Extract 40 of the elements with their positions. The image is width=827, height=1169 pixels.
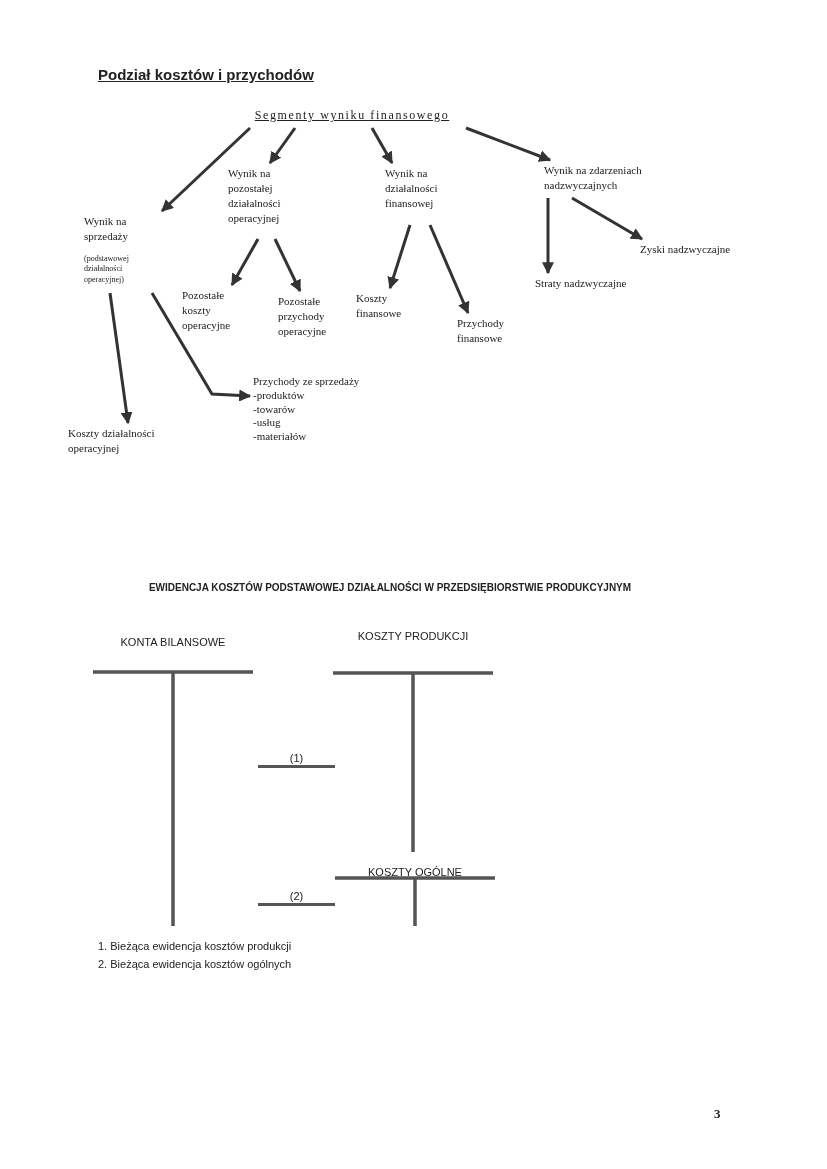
arrow [160,126,252,213]
arrow [150,292,252,402]
arrow [108,292,133,425]
node-label: Straty nadzwyczajne [535,276,627,291]
node-label: -produktów [253,388,306,403]
arrow [428,224,470,315]
node-label: Koszty działalności operacyjnej [68,426,156,456]
footnote: 2. Bieżąca ewidencja kosztów ogólnych [98,958,293,970]
node-label: Zyski nadzwyczajne [640,242,732,257]
node-label: Przychody ze sprzedaży [253,374,361,389]
node-label: Pozostałe koszty operacyjne [182,288,232,333]
arrow [273,238,302,293]
note-text: (podstawowej działalności operacyjnej) [84,253,130,287]
page-title: Podział kosztów i przychodów [98,66,314,83]
account-title: KONTA BILANSOWE [119,636,227,649]
node-label: Segmenty wyniku finansowego [253,107,451,124]
arrow [571,196,644,241]
node-label: Wynik na sprzedaży [84,214,129,244]
node-label: Przychody finansowe [457,316,506,346]
node-label: Wynik na zdarzeniach nadzwyczajnych [544,163,643,193]
node-label: Wynik na działalności finansowej [385,166,439,211]
node-label: -materiałów [253,430,308,444]
node-label: -usług [253,416,282,431]
posting-number: (1) [258,752,335,768]
node-label: Pozostałe przychody operacyjne [278,294,328,339]
posting-number: (2) [258,890,335,906]
account-title: KOSZTY OGÓLNE [367,866,463,879]
arrow [542,198,554,275]
node-label: Koszty finansowe [356,291,403,321]
node-label: Wynik na pozostałej działalności operacyjnej [228,166,282,226]
arrow [465,126,552,162]
node-label: -towarów [253,402,297,417]
footnote: 1. Bieżąca ewidencja kosztów produkcji [98,940,293,952]
section-heading: EWIDENCJA KOSZTÓW PODSTAWOWEJ DZIAŁALNOŚCI W PRZEDSIĘBIORSTWIE PRODUKCYJNYM [147,580,633,595]
arrow [268,127,297,164]
arrow [370,127,394,165]
account-title: KOSZTY PRODUKCJI [356,630,470,643]
arrow [230,238,260,287]
page-number: 3 [714,1106,722,1122]
arrow [387,224,412,290]
